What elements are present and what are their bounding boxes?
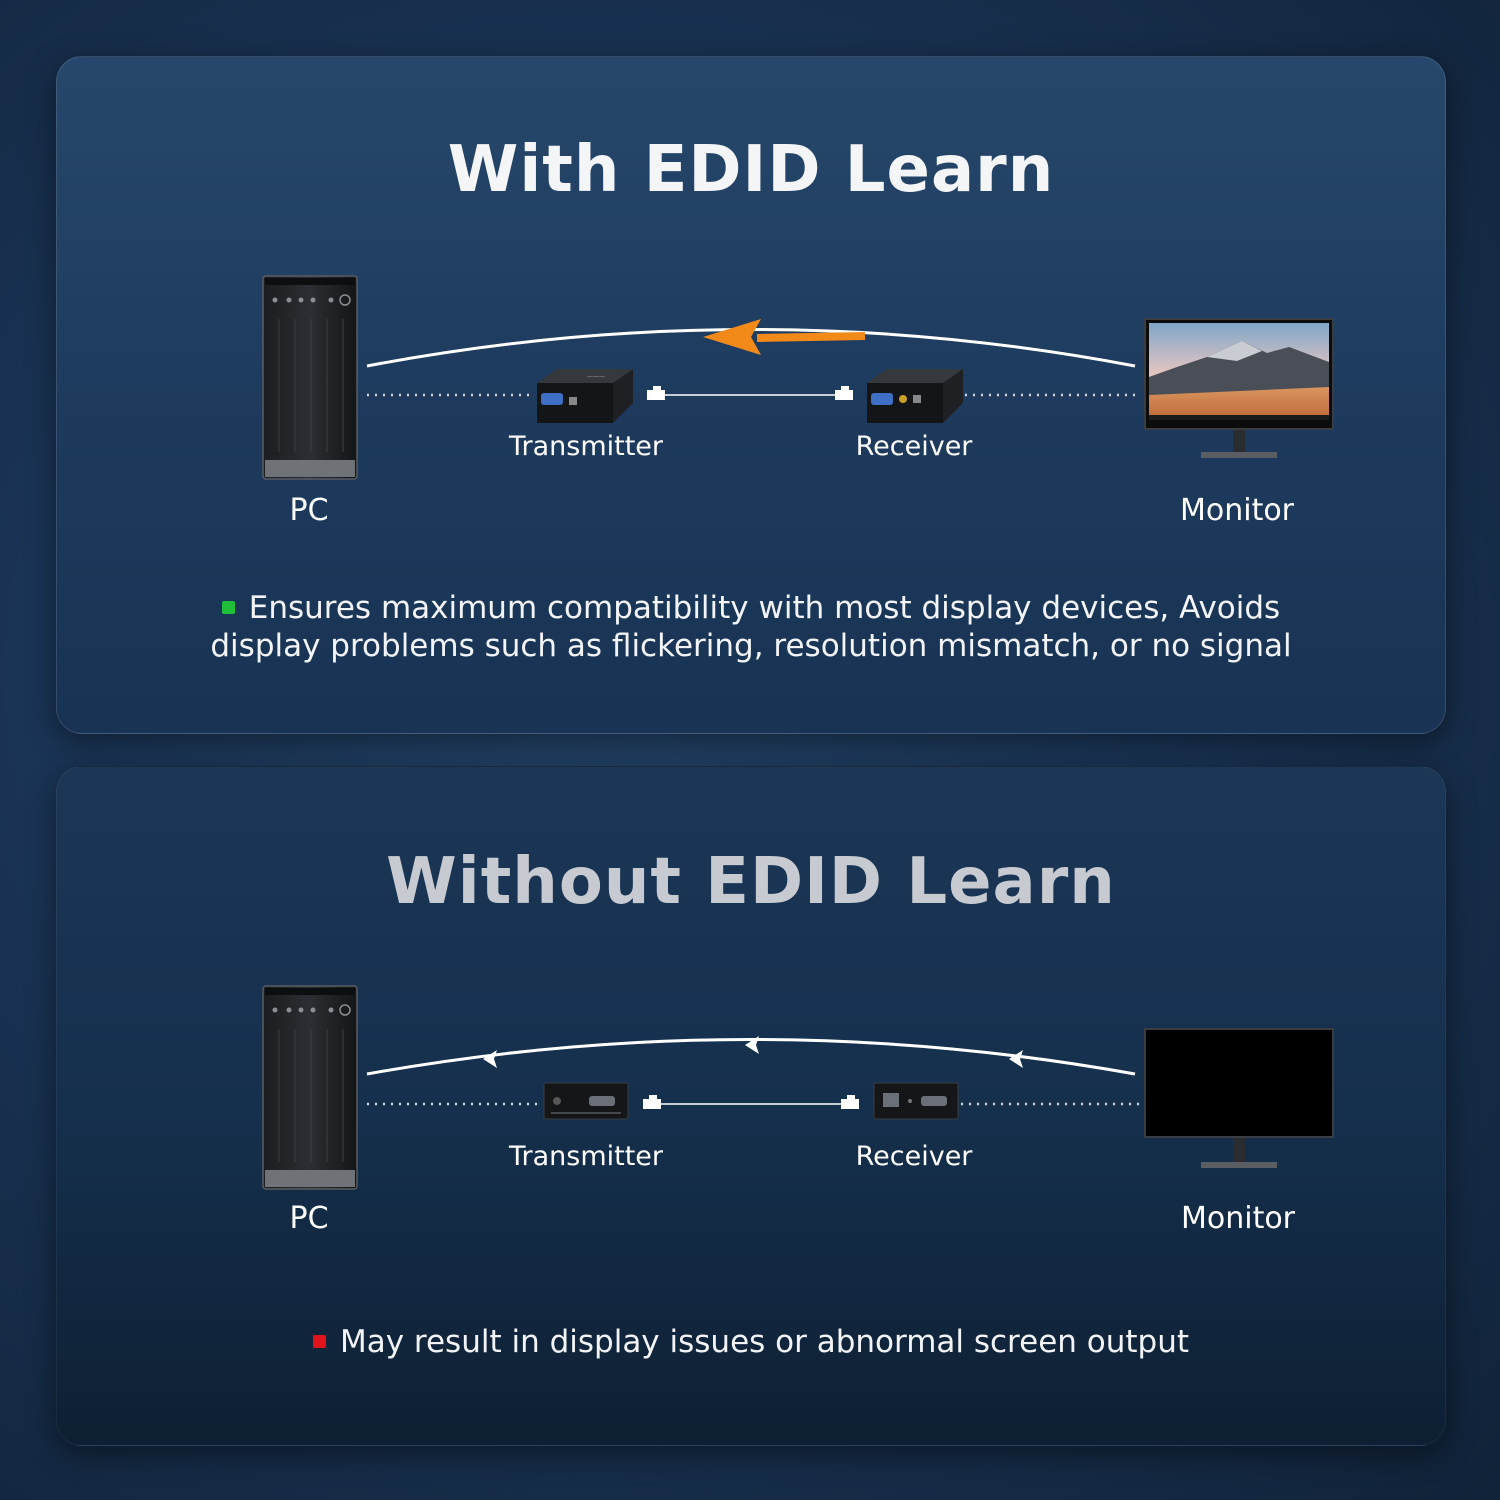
green-bullet-icon bbox=[221, 601, 235, 614]
with-edid-note-text: Ensures maximum compatibility with most … bbox=[210, 590, 1292, 664]
monitor-icon bbox=[1144, 318, 1334, 458]
transmitter-label: Transmitter bbox=[508, 431, 664, 462]
pc-label: PC bbox=[289, 1201, 329, 1236]
with-edid-panel: With EDID Learn bbox=[56, 56, 1446, 734]
with-edid-note: Ensures maximum compatibility with most … bbox=[57, 589, 1445, 665]
svg-text:———: ——— bbox=[587, 373, 605, 380]
edid-arrow-icon bbox=[703, 319, 866, 355]
pc-tower-icon bbox=[262, 275, 358, 480]
monitor-label: Monitor bbox=[1179, 493, 1295, 528]
monitor-label: Monitor bbox=[1180, 1201, 1296, 1236]
pc-tower-icon bbox=[262, 985, 358, 1190]
transmitter-device-icon bbox=[543, 1082, 629, 1120]
monitor-icon bbox=[1144, 1028, 1334, 1168]
arrow-right-icon bbox=[1009, 1050, 1023, 1068]
receiver-label: Receiver bbox=[855, 1141, 973, 1172]
without-edid-note-text: May result in display issues or abnormal… bbox=[339, 1324, 1190, 1360]
receiver-label: Receiver bbox=[855, 431, 973, 462]
without-edid-note: May result in display issues or abnormal… bbox=[57, 1323, 1445, 1361]
without-edid-diagram bbox=[262, 985, 1334, 1190]
with-edid-diagram: ——— bbox=[262, 275, 1334, 480]
receiver-device-icon bbox=[867, 369, 963, 423]
transmitter-label: Transmitter bbox=[508, 1141, 664, 1172]
ethernet-cable-icon bbox=[647, 386, 853, 400]
ethernet-cable-icon bbox=[643, 1095, 859, 1109]
red-bullet-icon bbox=[312, 1335, 326, 1348]
without-edid-panel: Without EDID Learn bbox=[56, 766, 1446, 1446]
receiver-device-icon bbox=[873, 1082, 959, 1120]
arrow-center-icon bbox=[745, 1036, 759, 1054]
with-edid-title: With EDID Learn bbox=[447, 133, 1055, 207]
signal-line bbox=[366, 1038, 1136, 1076]
arrow-left-icon bbox=[483, 1050, 497, 1068]
without-edid-title: Without EDID Learn bbox=[386, 845, 1116, 919]
transmitter-device-icon: ——— bbox=[537, 369, 633, 423]
pc-label: PC bbox=[289, 493, 329, 528]
